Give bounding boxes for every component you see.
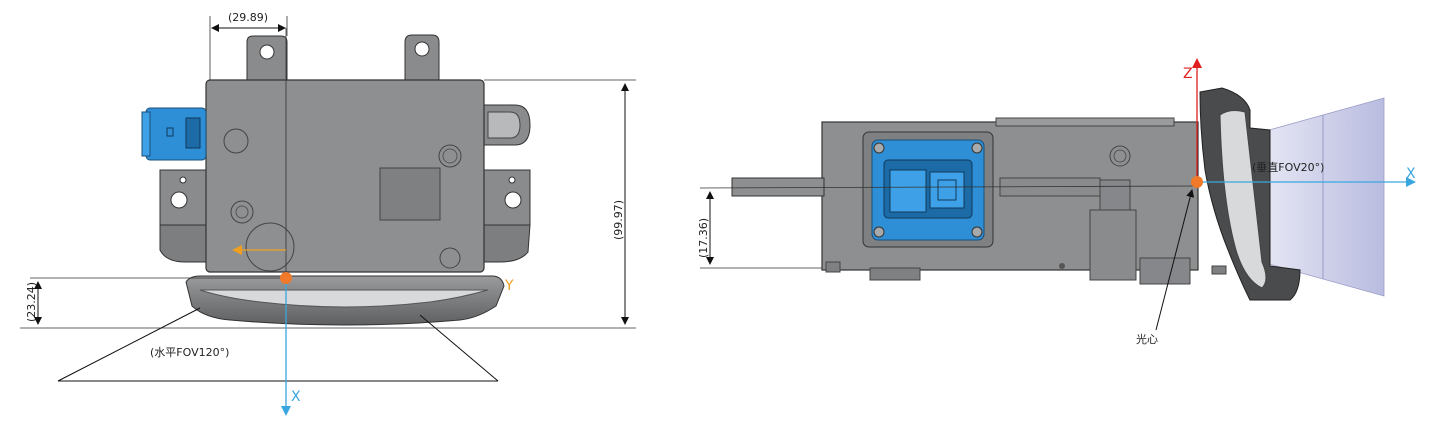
connector-port <box>862 131 994 248</box>
mount-hole <box>414 41 430 57</box>
optical-center-dot-side <box>1191 176 1203 188</box>
x-axis-arrow-side <box>1406 177 1416 187</box>
fov-horizontal-label: (水平FOV120°) <box>150 346 229 359</box>
side-view: (17.36) (垂直FOV20°) X Z 光心 <box>697 58 1416 346</box>
dim-side-height-label: (17.36) <box>697 218 710 258</box>
x-axis-label: X <box>291 389 301 405</box>
z-axis-arrow <box>1192 58 1202 68</box>
x-axis-label-side: X <box>1406 166 1416 182</box>
mount-hole <box>259 44 275 60</box>
dim-width-label: (29.89) <box>228 11 268 24</box>
lens-window <box>199 289 489 308</box>
top-view: (29.89) (99.97) (23.24) (水平FOV120°) X Y <box>20 11 636 416</box>
mount-tab-right <box>404 34 440 85</box>
connector <box>141 107 207 161</box>
dim-height-label: (99.97) <box>612 200 625 240</box>
mount-flange <box>731 177 825 197</box>
z-axis-label: Z <box>1183 66 1193 82</box>
optical-center-dot <box>280 272 292 284</box>
x-axis-arrow <box>281 406 291 416</box>
y-axis-label: Y <box>504 278 514 294</box>
dim-lens-label: (23.24) <box>25 282 38 322</box>
fov-vertical-label: (垂直FOV20°) <box>1252 160 1324 174</box>
optical-center-label: 光心 <box>1136 332 1158 346</box>
